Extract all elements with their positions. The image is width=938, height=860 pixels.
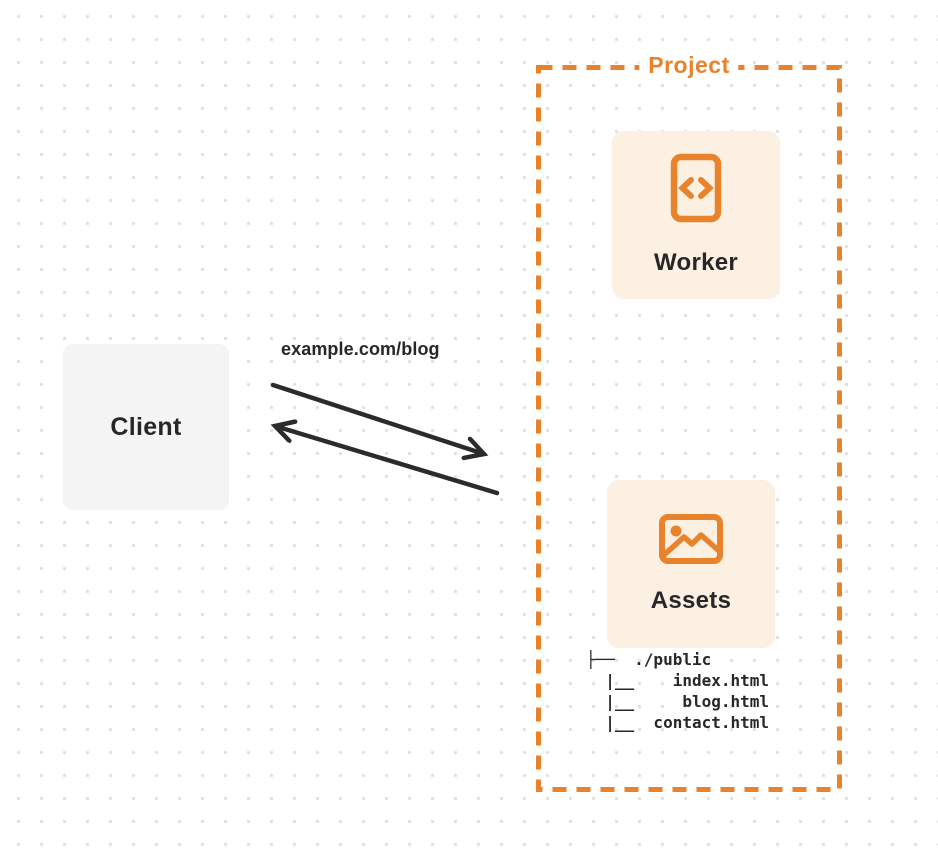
client-node: Client (63, 344, 229, 510)
project-label: Project (639, 52, 739, 79)
assets-label: Assets (650, 587, 732, 614)
worker-label: Worker (653, 249, 739, 276)
assets-file-tree: ├── ./public |__ index.html |__ blog.htm… (586, 650, 770, 732)
assets-node: Assets (607, 480, 775, 648)
project-boundary: Project Worker Assets ├── ./public |__ i… (536, 52, 842, 792)
worker-node: Worker (612, 131, 780, 299)
response-arrow (275, 426, 500, 496)
code-file-icon (670, 153, 722, 223)
request-url-label: example.com/blog (281, 339, 440, 359)
request-arrow (270, 382, 484, 454)
client-label: Client (110, 412, 182, 441)
request-response-arrows (255, 382, 500, 496)
image-icon (659, 514, 723, 564)
